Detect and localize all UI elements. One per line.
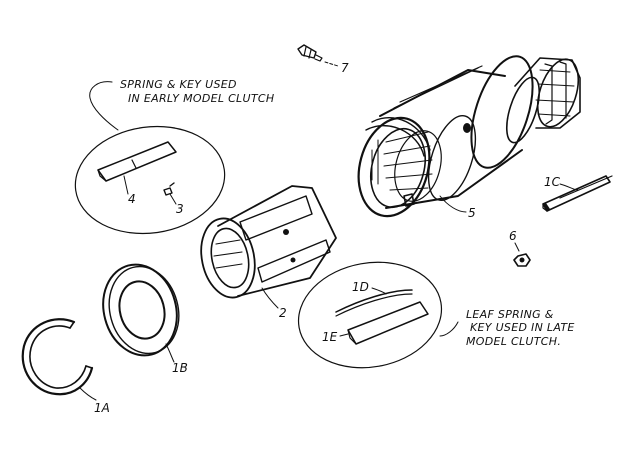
label-3: 3 — [176, 202, 184, 216]
late-model-callout — [297, 261, 459, 369]
label-1b: 1B — [172, 361, 188, 375]
label-1a: 1A — [94, 401, 110, 415]
late-callout-line2: KEY USED IN LATE — [470, 321, 575, 334]
label-1d: 1D — [352, 280, 369, 294]
early-callout-line1: SPRING & KEY USED — [120, 78, 237, 91]
part-6-nut — [513, 253, 531, 267]
label-4: 4 — [128, 192, 136, 206]
part-1c-key — [542, 175, 613, 212]
label-2: 2 — [279, 306, 287, 320]
label-6: 6 — [509, 229, 517, 243]
late-callout-line1: LEAF SPRING & — [466, 308, 554, 321]
label-5: 5 — [468, 206, 476, 220]
part-5-clutch-housing — [357, 55, 581, 218]
part-2-hub — [200, 185, 337, 299]
late-callout-line3: MODEL CLUTCH. — [466, 335, 561, 348]
part-1b-washer — [102, 263, 180, 357]
label-1c: 1C — [544, 175, 561, 189]
label-1e: 1E — [322, 330, 338, 344]
part-1a-snap-ring — [21, 318, 94, 396]
label-7: 7 — [341, 61, 349, 75]
early-callout-line2: IN EARLY MODEL CLUTCH — [128, 92, 274, 105]
part-7-fitting — [297, 44, 339, 67]
early-model-callout — [74, 81, 226, 235]
